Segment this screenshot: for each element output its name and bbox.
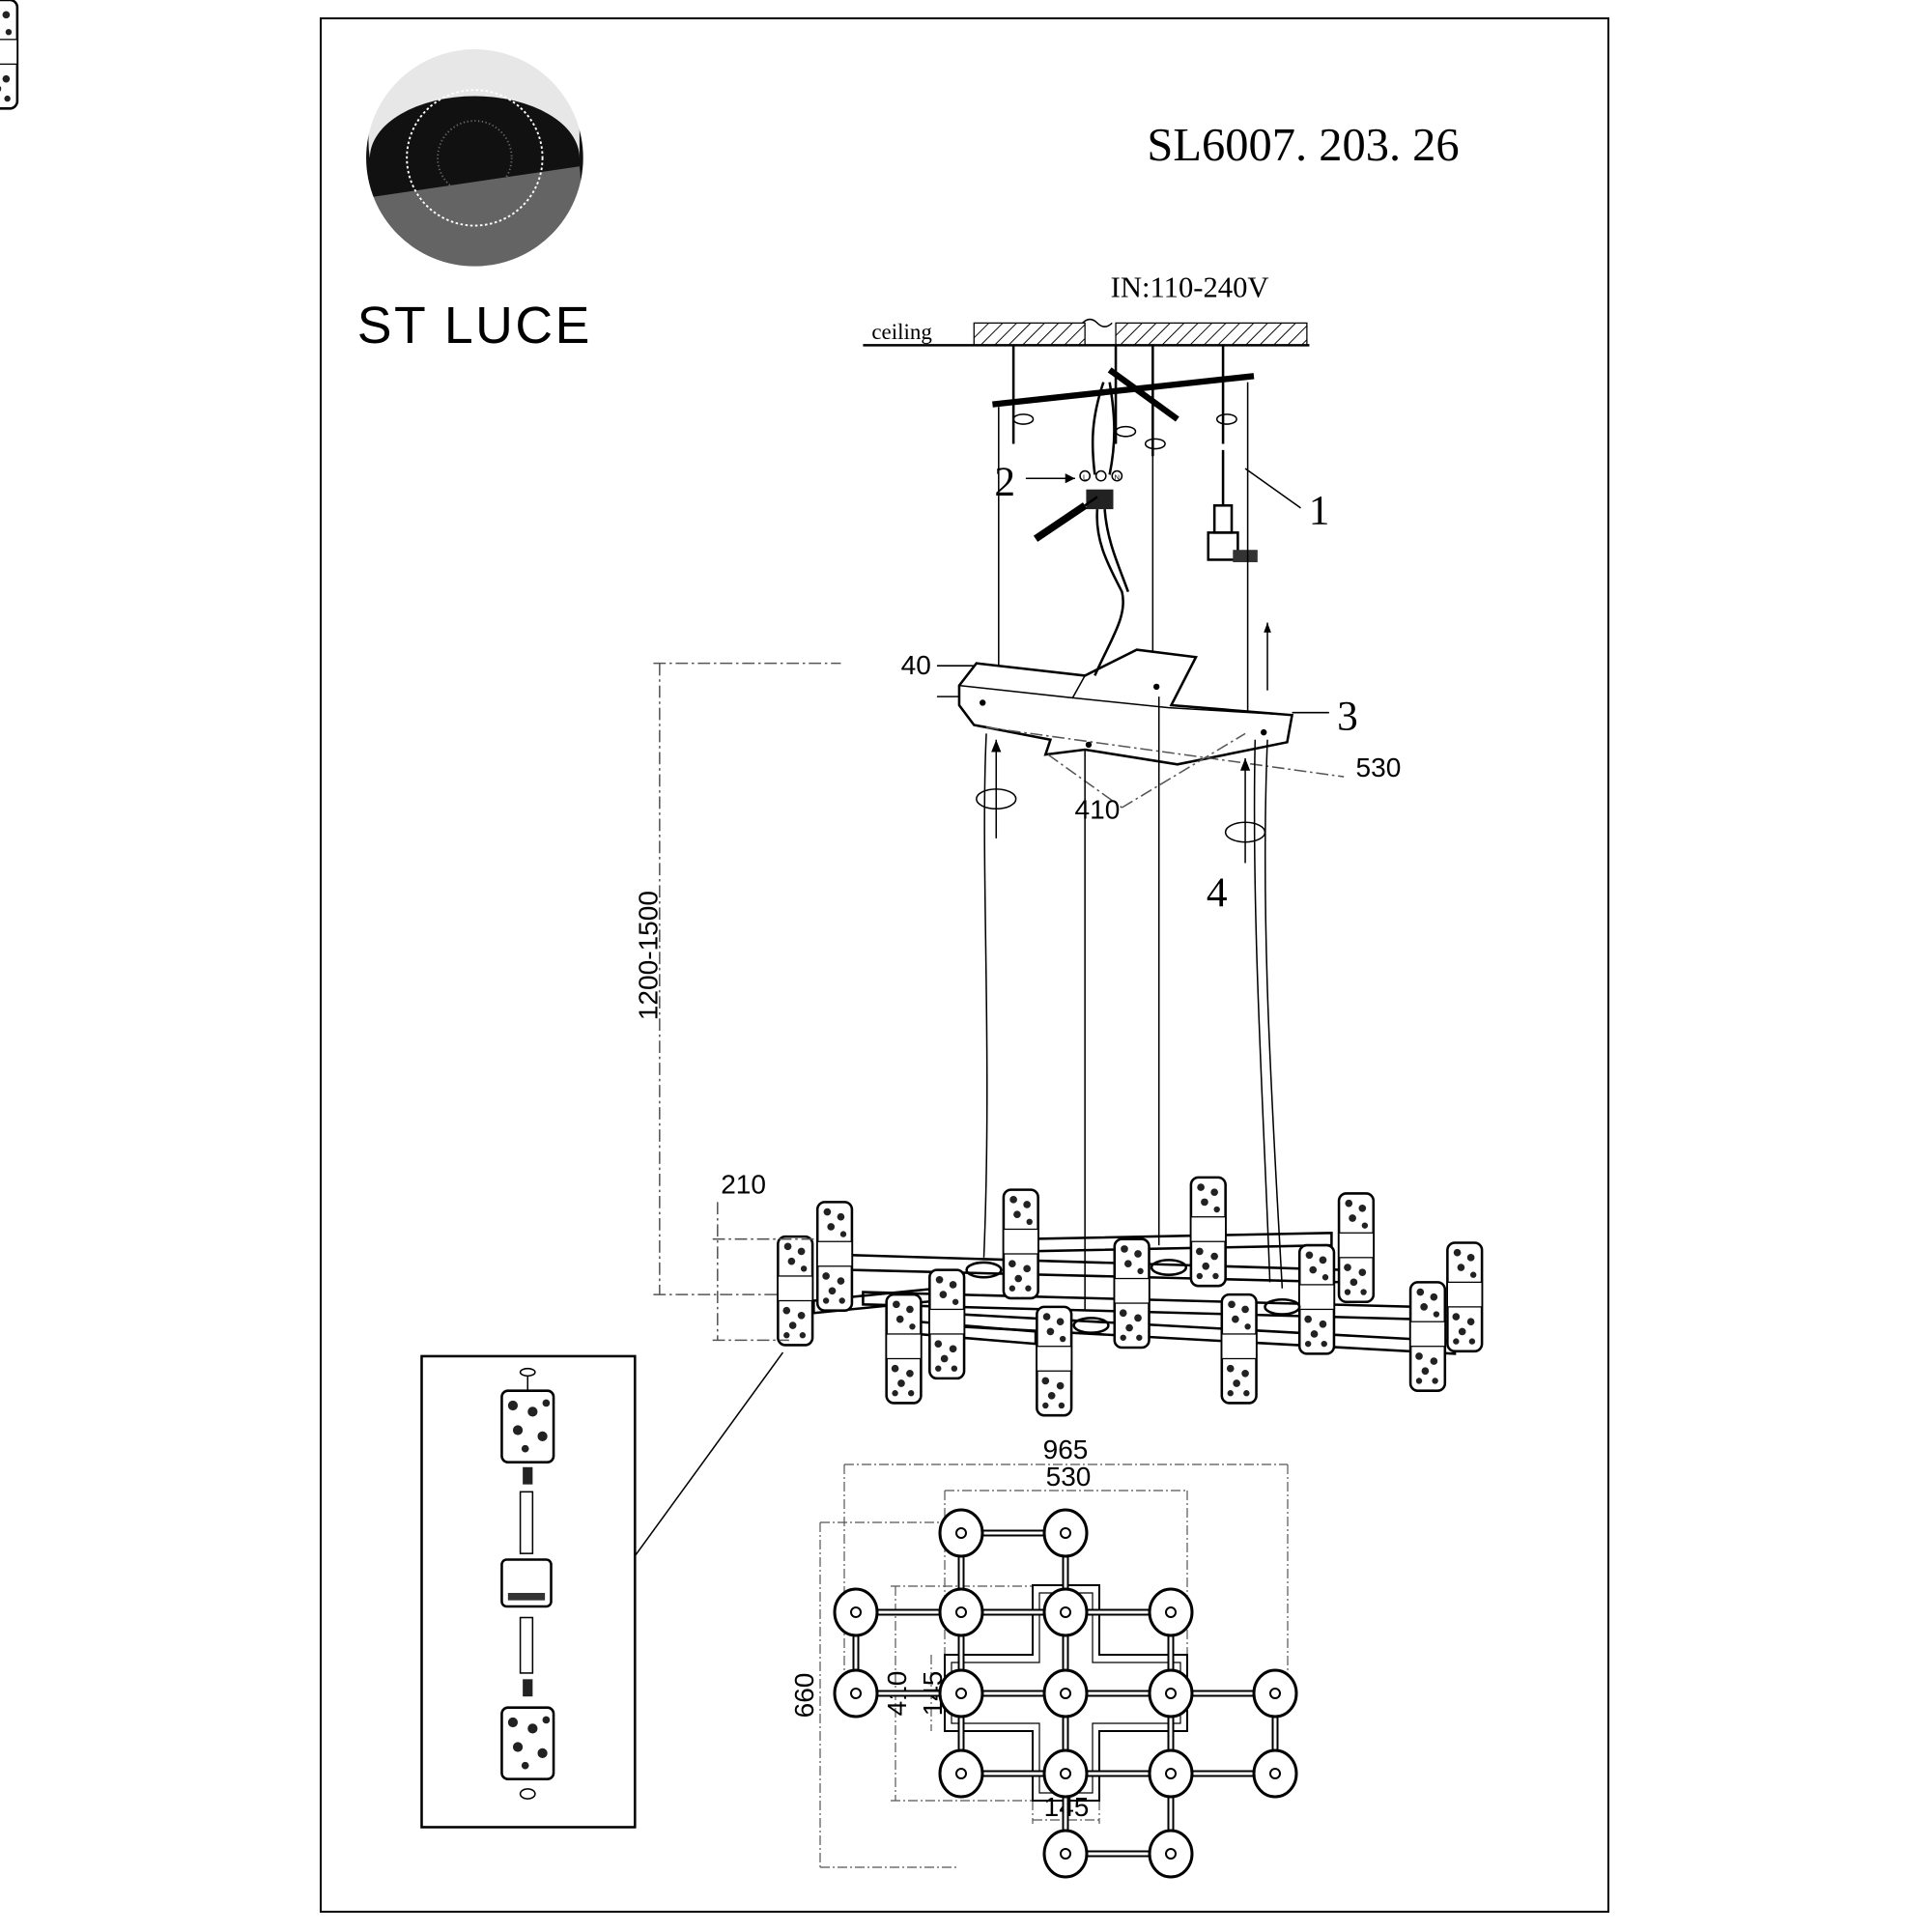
lamp-node-center: [1269, 1768, 1281, 1779]
lamp-node-center: [1269, 1688, 1281, 1699]
lamp-node-center: [1060, 1527, 1071, 1539]
brand-name: ST LUCE: [357, 297, 592, 355]
callout-2: 2: [994, 459, 1015, 505]
st-luce-logo: [366, 34, 583, 288]
lamp-node-center: [850, 1688, 862, 1699]
dim-cross-width: 530: [1046, 1462, 1092, 1492]
screwdriver-icon: [1033, 496, 1098, 542]
input-voltage: IN:110-240V: [1111, 271, 1269, 304]
screw-arrow-right: [1224, 757, 1266, 864]
lamp-node-center: [955, 1688, 967, 1699]
lamp-node-center: [850, 1606, 862, 1618]
lamp-node-center: [1165, 1688, 1177, 1699]
lamp-node-center: [955, 1527, 967, 1539]
lamp-nodes: [833, 1508, 1298, 1879]
lamp-node-center: [1060, 1848, 1071, 1860]
canopy-outline: [944, 1584, 1188, 1802]
callout-4: 4: [1207, 869, 1228, 916]
ceiling-section-right: [1115, 322, 1308, 347]
callout-3: 3: [1337, 694, 1358, 740]
lamp-detail-inset: [420, 1354, 637, 1829]
dim-overall-depth: 660: [789, 1673, 819, 1719]
dim-plate-width: 410: [1074, 794, 1120, 824]
dim-plate-length: 530: [1355, 753, 1401, 782]
lamp-node-center: [955, 1606, 967, 1618]
model-number: SL6007. 203. 26: [1147, 120, 1459, 171]
dim-suspension: 1200-1500: [633, 891, 663, 1020]
callout-1: 1: [1309, 487, 1330, 533]
dim-overall-width: 965: [1043, 1435, 1089, 1464]
fixture-perspective: [0, 0, 1484, 1417]
screw-arrow-left: [976, 739, 1017, 838]
cord-grip: [1207, 449, 1258, 562]
dim-fixture-height: 210: [721, 1169, 766, 1199]
dim-plate-height: 40: [901, 650, 931, 680]
canopy-plate: [957, 648, 1294, 766]
lamp-node-center: [1060, 1606, 1071, 1618]
lamp-node-center: [955, 1768, 967, 1779]
lamp-node-center: [1165, 1848, 1177, 1860]
mounting-bracket: [992, 345, 1255, 457]
lamp-node-center: [1165, 1768, 1177, 1779]
top-view-plan: 965 530 660 410 145 145: [789, 1435, 1298, 1879]
terminal-label-l: L: [1083, 472, 1087, 481]
lamp-node-center: [1060, 1688, 1071, 1699]
lamp-node-center: [1165, 1606, 1177, 1618]
ceiling-section-left: [973, 322, 1086, 347]
terminal-label-n: N: [1115, 472, 1121, 481]
sheet-border: [320, 17, 1609, 1913]
ceiling-label: ceiling: [871, 320, 932, 344]
terminal-block: L N: [1079, 382, 1130, 676]
lamp-node-center: [1060, 1768, 1071, 1779]
